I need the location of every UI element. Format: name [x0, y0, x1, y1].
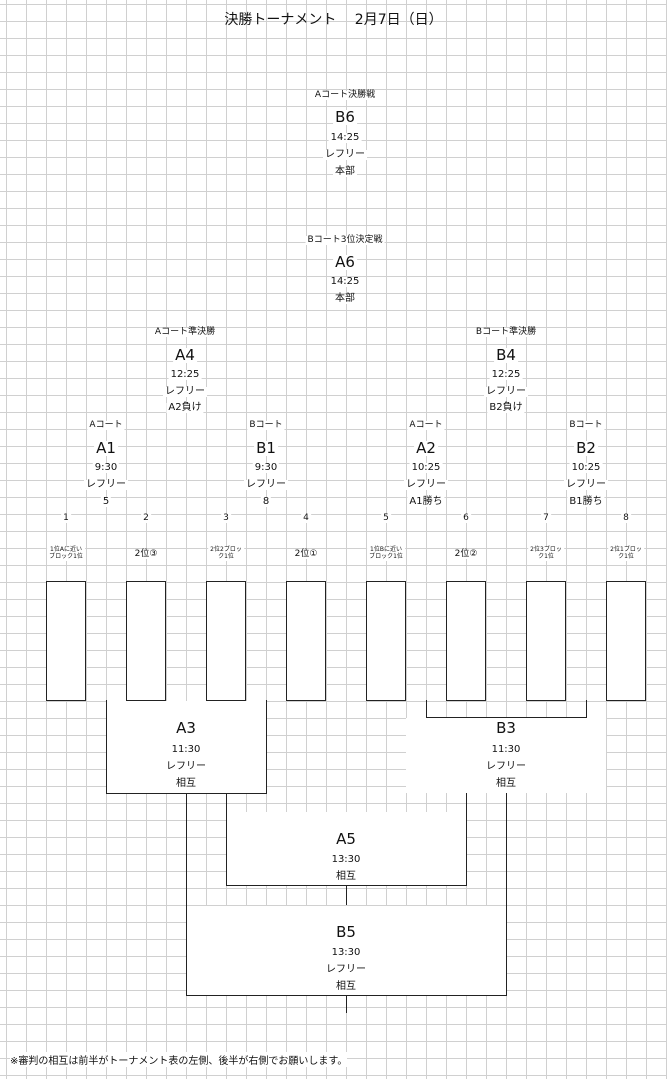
slot-number: 4: [301, 513, 311, 523]
match-time: 9:30: [92, 462, 120, 473]
match-court: Aコート: [407, 420, 445, 430]
match-ref: 相互: [176, 778, 196, 789]
team-box: [286, 581, 326, 701]
slot-number: 5: [381, 513, 391, 523]
match-role: レフリー: [486, 761, 526, 772]
slot-label: 2位③: [132, 549, 160, 559]
match-id: A1: [94, 439, 118, 457]
team-box: [46, 581, 86, 701]
match-time: 10:25: [409, 462, 443, 473]
match-ref: 本部: [333, 293, 357, 304]
bracket-line: [506, 793, 507, 996]
slot-label: 1位Bに近い ブロック1位: [367, 546, 405, 561]
match-time: 12:25: [489, 369, 523, 380]
match-time: 11:30: [491, 744, 521, 755]
page-title: 決勝トーナメント 2月7日（日）: [224, 12, 443, 28]
footnote: ※審判の相互は前半がトーナメント表の左側、後半が右側でお願いします。: [10, 1052, 348, 1067]
match-ref: A2負け: [166, 402, 204, 413]
match-ref: B2負け: [487, 402, 525, 413]
match-role: レフリー: [326, 964, 366, 975]
bracket-line: [586, 700, 587, 718]
slot-label: 1位Aに近い ブロック1位: [47, 546, 85, 561]
match-id: B1: [254, 439, 278, 457]
team-box: [606, 581, 646, 701]
match-ref: 相互: [336, 981, 356, 992]
match-id: A4: [173, 346, 197, 364]
b5-background: [187, 906, 506, 995]
match-id: A2: [414, 439, 438, 457]
b3-background: [406, 718, 606, 793]
slot-label: 2位②: [452, 549, 480, 559]
match-ref: A1勝ち: [407, 496, 445, 507]
match-id: A3: [176, 719, 196, 737]
slot-number: 3: [221, 513, 231, 523]
team-box: [446, 581, 486, 701]
match-ref: 相互: [496, 778, 516, 789]
match-court: Bコート3位決定戦: [305, 235, 385, 245]
bracket-line: [466, 793, 467, 886]
match-role: レフリー: [404, 479, 448, 490]
team-box: [526, 581, 566, 701]
match-court: Aコート準決勝: [152, 327, 218, 337]
match-id: A6: [333, 253, 357, 271]
match-id: B3: [496, 719, 516, 737]
match-court: Bコート: [247, 420, 285, 430]
bracket-line: [106, 700, 107, 794]
match-id: B6: [333, 108, 357, 126]
match-time: 14:25: [328, 276, 362, 287]
bracket-line: [226, 793, 227, 886]
match-id: B5: [336, 923, 356, 941]
match-time: 14:25: [328, 132, 362, 143]
match-id: A5: [336, 830, 356, 848]
match-ref: 相互: [336, 871, 356, 882]
match-ref: 5: [100, 496, 112, 507]
team-box: [366, 581, 406, 701]
match-time: 11:30: [171, 744, 201, 755]
bracket-line: [186, 793, 187, 996]
match-time: 13:30: [331, 854, 361, 865]
a3-background: [107, 701, 266, 793]
match-id: B2: [574, 439, 598, 457]
match-role: レフリー: [244, 479, 288, 490]
bracket-line: [426, 717, 587, 718]
match-time: 9:30: [252, 462, 280, 473]
match-time: 13:30: [331, 947, 361, 958]
slot-number: 7: [541, 513, 551, 523]
slot-number: 2: [141, 513, 151, 523]
bracket-line: [426, 700, 427, 718]
match-ref: 8: [260, 496, 272, 507]
team-box: [126, 581, 166, 701]
match-court: Bコート: [567, 420, 605, 430]
slot-label: 2位①: [292, 549, 320, 559]
slot-number: 1: [61, 513, 71, 523]
match-role: レフリー: [163, 386, 207, 397]
slot-number: 8: [621, 513, 631, 523]
match-id: B4: [494, 346, 518, 364]
match-role: レフリー: [166, 761, 206, 772]
match-role: レフリー: [484, 386, 528, 397]
a5-background: [227, 812, 466, 885]
bracket-line: [266, 700, 267, 794]
match-ref: 本部: [333, 166, 357, 177]
match-court: Aコート: [87, 420, 125, 430]
match-court: Aコート決勝戦: [312, 90, 378, 100]
slot-number: 6: [461, 513, 471, 523]
match-time: 10:25: [569, 462, 603, 473]
match-time: 12:25: [168, 369, 202, 380]
match-role: レフリー: [84, 479, 128, 490]
bracket-line: [346, 885, 347, 905]
match-court: Bコート準決勝: [473, 327, 539, 337]
bracket-line: [346, 995, 347, 1013]
match-role: レフリー: [564, 479, 608, 490]
match-ref: B1勝ち: [567, 496, 605, 507]
team-box: [206, 581, 246, 701]
slot-label: 2位1ブロッ ク1位: [608, 546, 644, 561]
slot-label: 2位2ブロッ ク1位: [208, 546, 244, 561]
match-role: レフリー: [323, 149, 367, 160]
slot-label: 2位3ブロッ ク1位: [528, 546, 564, 561]
